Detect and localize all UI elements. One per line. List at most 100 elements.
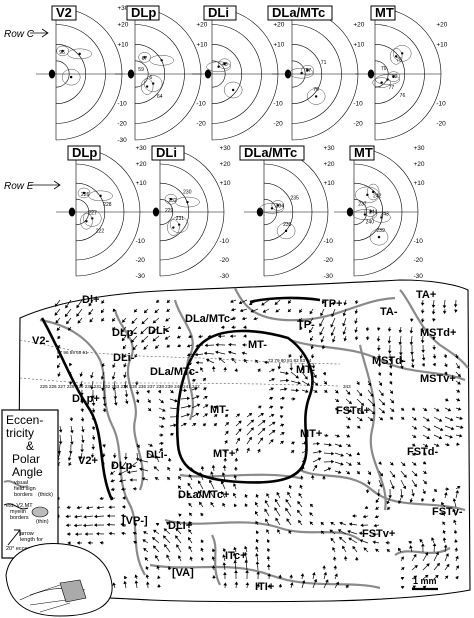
map-arrowhead bbox=[262, 420, 266, 424]
map-arrowhead bbox=[147, 399, 151, 404]
map-arrowhead bbox=[435, 551, 439, 556]
map-arrowhead bbox=[102, 403, 107, 407]
map-arrowhead bbox=[64, 313, 69, 318]
map-arrowhead bbox=[192, 422, 197, 427]
map-arrowhead bbox=[128, 465, 133, 469]
map-arrowhead bbox=[243, 551, 248, 556]
map-arrowhead bbox=[372, 532, 376, 536]
label-tp-plus: TP+ bbox=[322, 298, 342, 310]
map-arrowhead bbox=[454, 547, 459, 551]
map-arrowhead bbox=[238, 428, 242, 432]
map-arrowhead bbox=[231, 316, 236, 321]
map-arrowhead bbox=[261, 427, 266, 432]
row-c-panel-4-fovea-marker bbox=[367, 69, 375, 79]
map-arrowhead bbox=[111, 464, 115, 468]
map-arrowhead bbox=[319, 323, 323, 327]
map-arrowhead bbox=[426, 418, 430, 422]
label-dlp-minus: DLp- bbox=[112, 327, 137, 339]
map-arrowhead bbox=[327, 467, 332, 471]
map-arrowhead bbox=[80, 449, 84, 453]
row-c-panel-4-tick-m20: -20 bbox=[436, 121, 446, 128]
map-arrowhead bbox=[298, 318, 303, 322]
map-arrowhead bbox=[345, 584, 349, 589]
map-arrowhead bbox=[390, 408, 395, 412]
map-arrowhead bbox=[445, 553, 449, 557]
row-c-panel-3-title-box bbox=[267, 5, 333, 21]
map-arrowhead bbox=[332, 556, 337, 560]
map-arrowhead bbox=[431, 304, 436, 308]
map-arrowhead bbox=[244, 493, 248, 498]
map-arrowhead bbox=[248, 301, 253, 306]
map-arrowhead bbox=[286, 378, 290, 383]
map-arrowhead bbox=[234, 581, 239, 585]
map-arrowhead bbox=[423, 452, 427, 456]
map-arrowhead bbox=[110, 487, 115, 492]
map-arrowhead bbox=[455, 565, 459, 569]
map-arrowhead bbox=[367, 481, 371, 486]
map-arrowhead bbox=[432, 542, 437, 547]
map-arrowhead bbox=[142, 539, 146, 543]
map-arrowhead bbox=[313, 374, 317, 379]
map-arrowhead bbox=[255, 501, 259, 506]
map-arrowhead bbox=[378, 382, 382, 387]
label-dla-mtc-minus-top: DLa/MTc- bbox=[185, 313, 234, 325]
map-arrowhead bbox=[68, 327, 72, 331]
row-c-panel-2-title: DLi bbox=[208, 5, 229, 20]
site-343: 343 bbox=[343, 384, 351, 389]
map-arrowhead bbox=[375, 548, 379, 553]
map-arrowhead bbox=[123, 374, 127, 379]
row-e-panel-3-rf-center-5 bbox=[366, 193, 369, 197]
site-row-c2: 73 79 80 81 82 83 84 bbox=[268, 358, 312, 363]
map-arrowhead bbox=[320, 312, 324, 317]
map-arrowhead bbox=[398, 500, 402, 505]
map-arrowhead bbox=[255, 538, 260, 543]
map-arrowhead bbox=[188, 334, 192, 339]
row-c-panel-4-rf-0 bbox=[387, 71, 400, 82]
row-c-panel-3-tick-p10: +10 bbox=[353, 41, 364, 48]
map-arrowhead bbox=[178, 513, 182, 517]
map-arrowhead bbox=[253, 316, 257, 321]
map-arrowhead bbox=[365, 337, 370, 341]
map-arrowhead bbox=[459, 433, 463, 438]
map-arrowhead bbox=[421, 363, 426, 367]
map-arrowhead bbox=[280, 423, 285, 427]
map-arrowhead bbox=[342, 545, 346, 550]
map-arrowhead bbox=[343, 302, 348, 306]
map-arrowhead bbox=[377, 372, 382, 377]
row-e-panel-3-rf-center-4 bbox=[380, 216, 383, 219]
map-arrowhead bbox=[170, 389, 174, 394]
map-arrowhead bbox=[387, 350, 392, 354]
map-arrowhead bbox=[266, 563, 271, 568]
top-border bbox=[249, 296, 321, 304]
map-arrowhead bbox=[246, 447, 250, 452]
map-arrowhead bbox=[410, 359, 415, 363]
row-c-panel-2-rf-0 bbox=[218, 58, 231, 70]
map-arrowhead bbox=[424, 443, 429, 448]
map-arrowhead bbox=[127, 470, 131, 474]
map-arrowhead bbox=[320, 530, 325, 535]
map-arrowhead bbox=[419, 538, 423, 543]
map-arrowhead bbox=[186, 396, 191, 401]
row-c-panel-3-rf-center-2 bbox=[300, 71, 303, 75]
map-arrowhead bbox=[167, 566, 172, 570]
map-arrowhead bbox=[421, 349, 425, 354]
map-arrowhead bbox=[165, 318, 169, 322]
map-arrowhead bbox=[256, 583, 261, 587]
row-c-panel-2-tick-p10: +10 bbox=[273, 41, 284, 48]
map-arrowhead bbox=[224, 439, 228, 444]
map-arrowhead bbox=[265, 518, 269, 523]
map-arrowhead bbox=[211, 464, 216, 469]
map-arrowhead bbox=[81, 429, 85, 433]
map-arrowhead bbox=[442, 305, 447, 309]
map-arrowhead bbox=[426, 563, 430, 567]
map-arrowhead bbox=[431, 499, 436, 503]
map-arrowhead bbox=[318, 449, 323, 454]
row-e-panel-1-rf-1 bbox=[169, 216, 189, 233]
map-arrowhead bbox=[86, 505, 90, 510]
label-fstd-minus: FSTd- bbox=[407, 446, 438, 458]
map-arrowhead bbox=[319, 331, 323, 336]
map-arrowhead bbox=[443, 544, 448, 548]
map-arrowhead bbox=[323, 381, 328, 385]
map-arrowhead bbox=[399, 352, 403, 356]
map-arrowhead bbox=[343, 338, 348, 342]
